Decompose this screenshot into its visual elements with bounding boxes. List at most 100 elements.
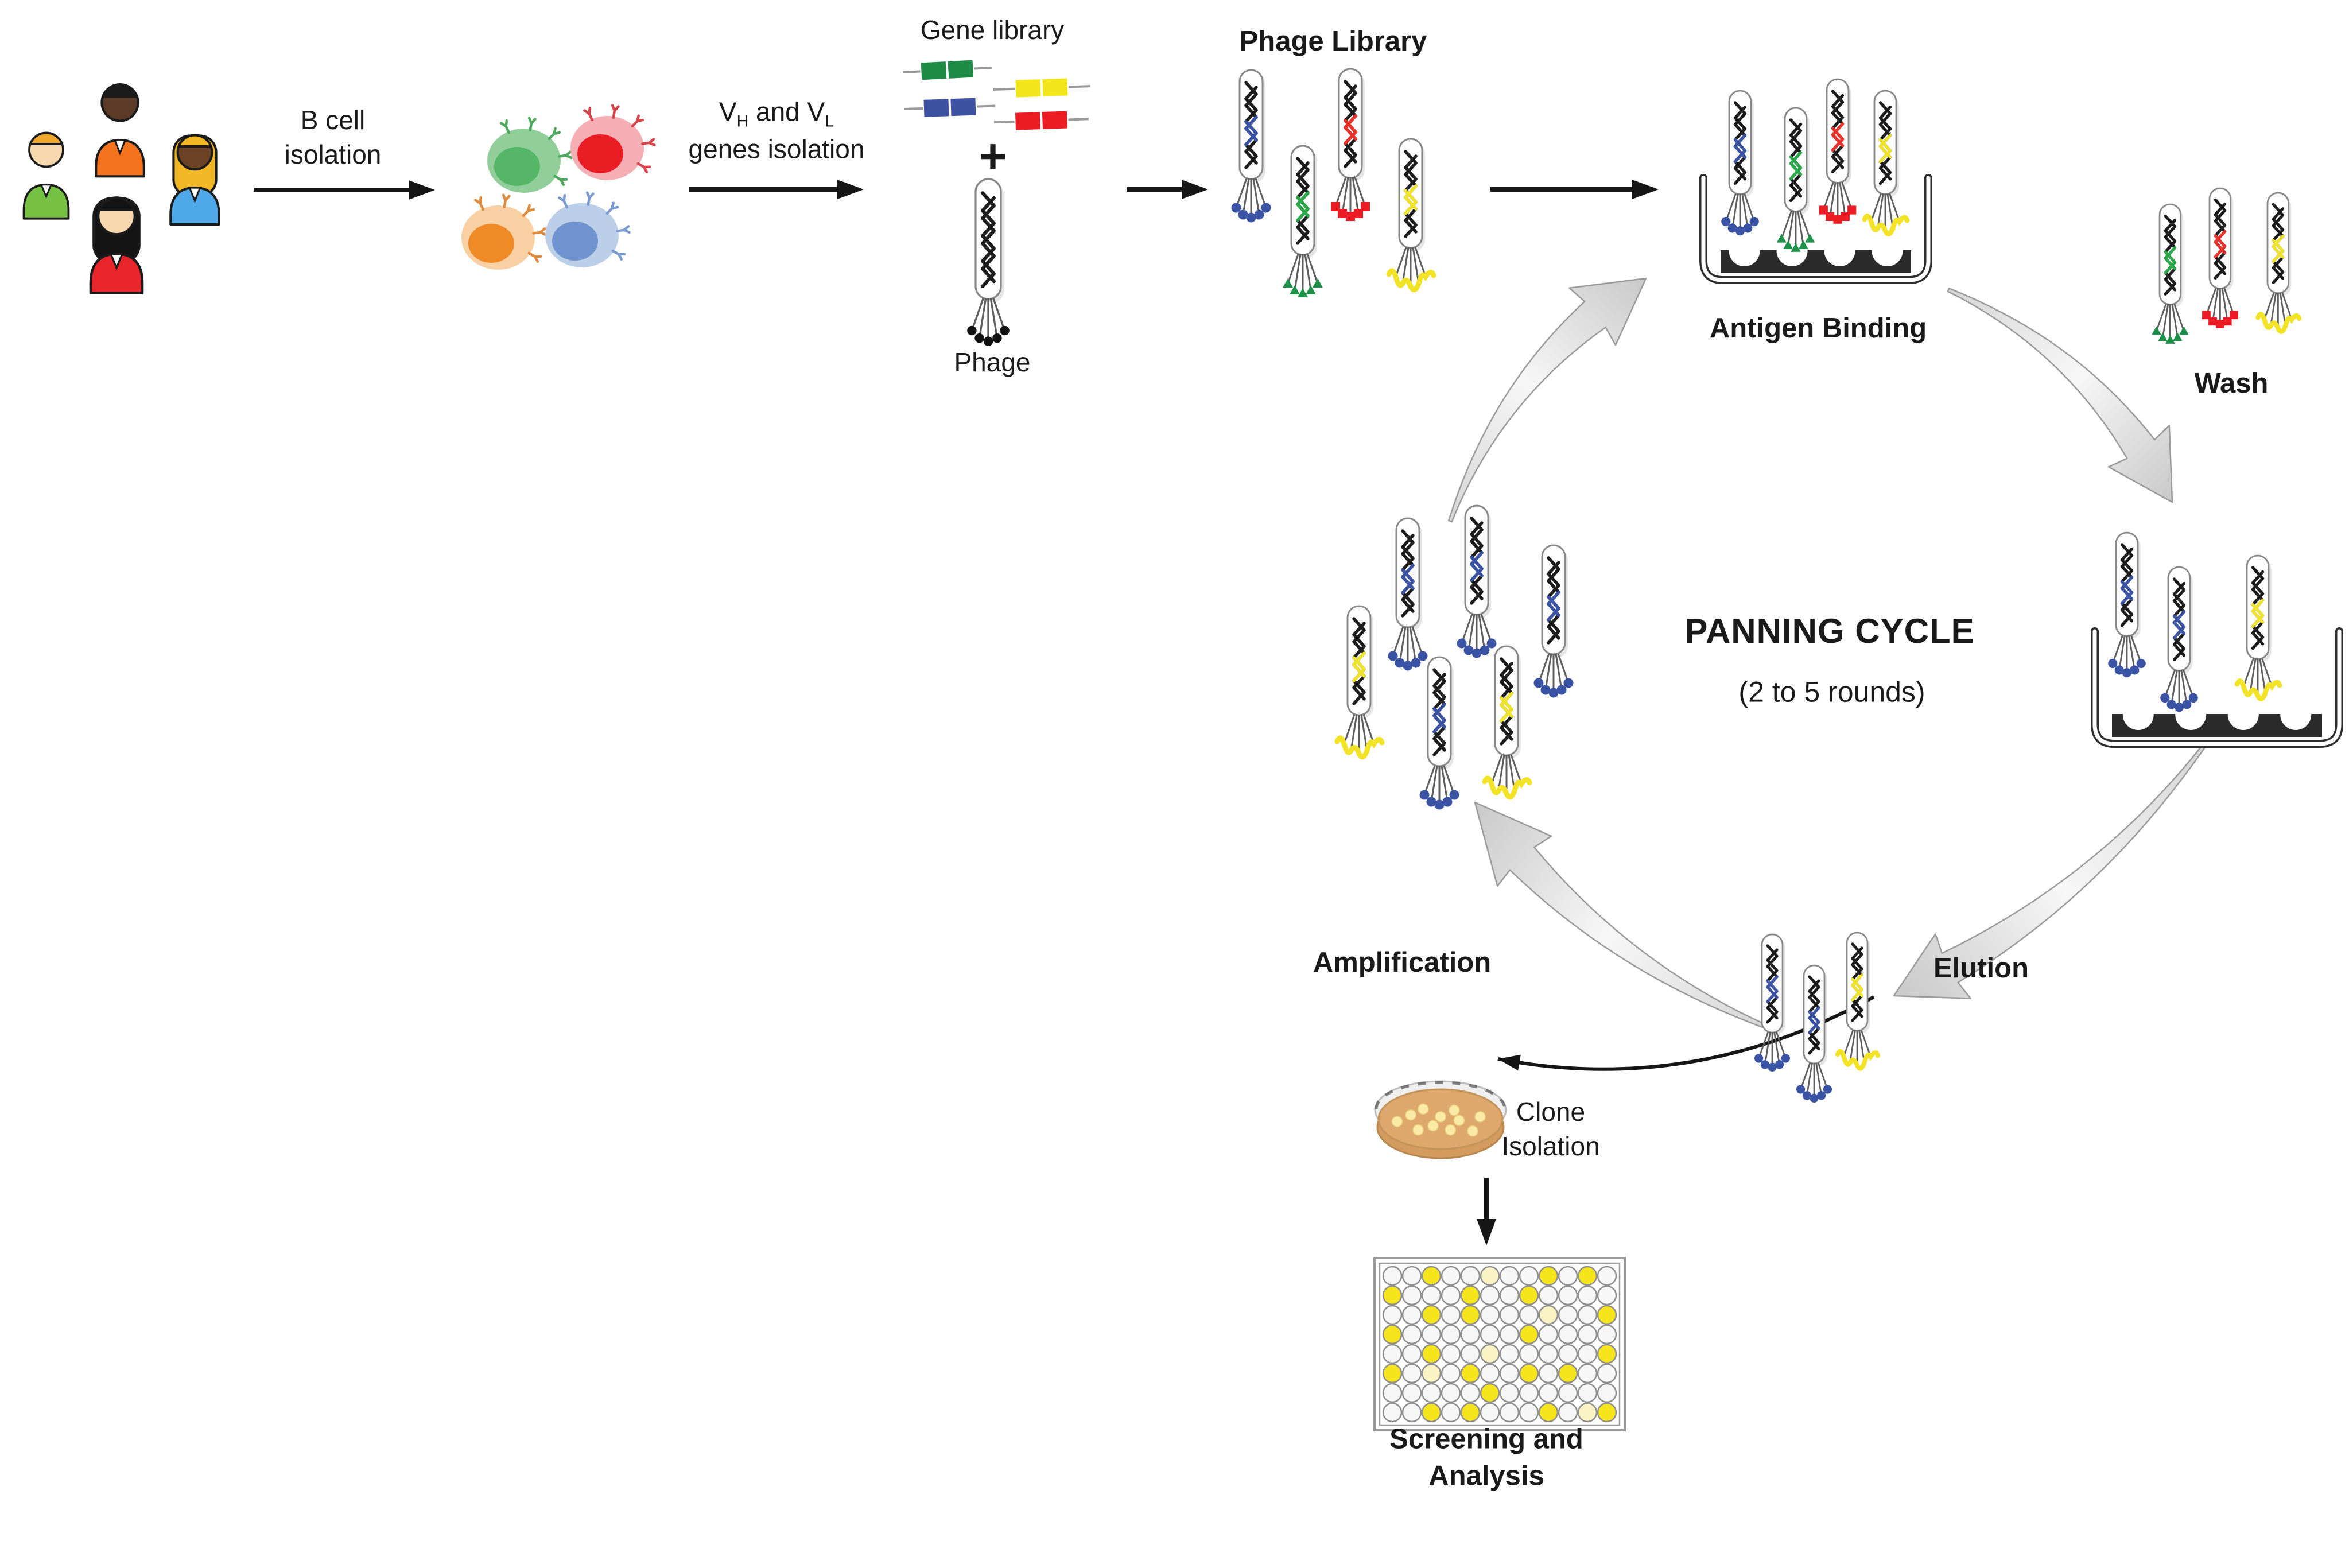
well-positive bbox=[1421, 1305, 1442, 1325]
donor-red-icon bbox=[89, 196, 144, 294]
well-positive bbox=[1382, 1324, 1403, 1345]
well-empty bbox=[1401, 1324, 1422, 1345]
b-cell-icon bbox=[487, 117, 573, 193]
well-empty bbox=[1401, 1363, 1422, 1384]
well-positive bbox=[1480, 1344, 1500, 1364]
well-empty bbox=[1499, 1402, 1520, 1423]
well-positive bbox=[1538, 1402, 1559, 1423]
antigen-binding-phages bbox=[1721, 78, 1910, 252]
well-positive bbox=[1421, 1266, 1442, 1286]
well-empty bbox=[1577, 1324, 1598, 1345]
colony-icon bbox=[1391, 1116, 1403, 1127]
well-empty bbox=[1401, 1285, 1422, 1306]
gene-library-label: Gene library bbox=[920, 15, 1065, 45]
well-empty bbox=[1538, 1285, 1559, 1306]
microtiter-plate-icon bbox=[1373, 1257, 1626, 1431]
phage-red-icon bbox=[1819, 78, 1857, 224]
well-empty bbox=[1519, 1383, 1539, 1403]
phage-black-icon bbox=[967, 178, 1010, 346]
well-empty bbox=[1499, 1305, 1520, 1325]
gene-segment-icon bbox=[992, 77, 1090, 99]
well-empty bbox=[1577, 1383, 1598, 1403]
well-empty bbox=[1480, 1305, 1500, 1325]
well-empty bbox=[1441, 1383, 1461, 1403]
well-positive bbox=[1460, 1285, 1481, 1306]
well-empty bbox=[1401, 1402, 1422, 1423]
well-empty bbox=[1382, 1402, 1403, 1423]
elution-label: Elution bbox=[1933, 953, 2029, 984]
well-positive bbox=[1519, 1324, 1539, 1345]
well-empty bbox=[1519, 1402, 1539, 1423]
colony-icon bbox=[1453, 1115, 1465, 1126]
well-empty bbox=[1460, 1383, 1481, 1403]
phage-blue-icon bbox=[1721, 90, 1759, 236]
well-positive bbox=[1597, 1344, 1617, 1364]
donor-green-icon bbox=[22, 131, 70, 220]
well-empty bbox=[1441, 1266, 1461, 1286]
well-positive bbox=[1480, 1383, 1500, 1403]
well-empty bbox=[1538, 1324, 1559, 1345]
well-empty bbox=[1480, 1363, 1500, 1384]
well-empty bbox=[1421, 1324, 1442, 1345]
well-empty bbox=[1480, 1324, 1500, 1345]
well-positive bbox=[1577, 1266, 1598, 1286]
to-screening-arrow bbox=[1477, 1178, 1496, 1245]
well-empty bbox=[1441, 1363, 1461, 1384]
well-empty bbox=[1558, 1285, 1578, 1306]
elution-to-amplification-arrow bbox=[1474, 801, 1772, 1031]
starter-phage bbox=[967, 178, 1010, 346]
well-empty bbox=[1401, 1266, 1422, 1286]
phage-green-icon bbox=[1283, 145, 1323, 297]
well-empty bbox=[1401, 1383, 1422, 1403]
amplified-phages bbox=[1334, 504, 1574, 810]
well-empty bbox=[1382, 1344, 1403, 1364]
colony-icon bbox=[1467, 1125, 1478, 1137]
phage-green-icon bbox=[1776, 107, 1815, 252]
phage-library-phages bbox=[1231, 68, 1436, 297]
phage-library-label: Phage Library bbox=[1239, 26, 1427, 57]
well-positive bbox=[1460, 1402, 1481, 1423]
well-positive bbox=[1480, 1266, 1500, 1286]
gene-library-group bbox=[902, 59, 1090, 131]
b-cell-group bbox=[461, 104, 656, 270]
well-empty bbox=[1460, 1266, 1481, 1286]
well-empty bbox=[1460, 1344, 1481, 1364]
well-empty bbox=[1480, 1285, 1500, 1306]
well-empty bbox=[1558, 1324, 1578, 1345]
well-empty bbox=[1597, 1363, 1617, 1384]
well-empty bbox=[1441, 1402, 1461, 1423]
well-empty bbox=[1499, 1324, 1520, 1345]
well-empty bbox=[1499, 1383, 1520, 1403]
phage-yellow-icon bbox=[1835, 932, 1881, 1071]
well-positive bbox=[1382, 1363, 1403, 1384]
wash-label: Wash bbox=[2194, 368, 2269, 399]
well-empty bbox=[1558, 1305, 1578, 1325]
well-empty bbox=[1441, 1285, 1461, 1306]
well-empty bbox=[1382, 1305, 1403, 1325]
plus-sign: + bbox=[979, 129, 1007, 183]
antigen-binding-label: Antigen Binding bbox=[1709, 313, 1927, 344]
panning-cycle-title: PANNING CYCLE bbox=[1684, 612, 1975, 650]
well-empty bbox=[1597, 1383, 1617, 1403]
phage-yellow-icon bbox=[1482, 645, 1532, 800]
well-empty bbox=[1421, 1285, 1442, 1306]
well-empty bbox=[1597, 1285, 1617, 1306]
phage-label: Phage bbox=[954, 347, 1031, 378]
phage-blue-icon bbox=[1388, 517, 1428, 671]
amplification-to-binding-arrow bbox=[1447, 277, 1647, 523]
well-positive bbox=[1597, 1402, 1617, 1423]
well-empty bbox=[1558, 1344, 1578, 1364]
phage-yellow-icon bbox=[1386, 138, 1436, 293]
selected-phages bbox=[2108, 531, 2282, 712]
well-positive bbox=[1597, 1305, 1617, 1325]
donor-orange-icon bbox=[95, 83, 145, 178]
wash-to-elution-arrow bbox=[1893, 744, 2206, 999]
phage-blue-icon bbox=[1457, 504, 1497, 658]
well-empty bbox=[1382, 1266, 1403, 1286]
gene-segment-icon bbox=[902, 59, 992, 81]
well-empty bbox=[1538, 1383, 1559, 1403]
well-empty bbox=[1519, 1305, 1539, 1325]
selection-tray bbox=[2091, 627, 2343, 748]
well-positive bbox=[1382, 1285, 1403, 1306]
